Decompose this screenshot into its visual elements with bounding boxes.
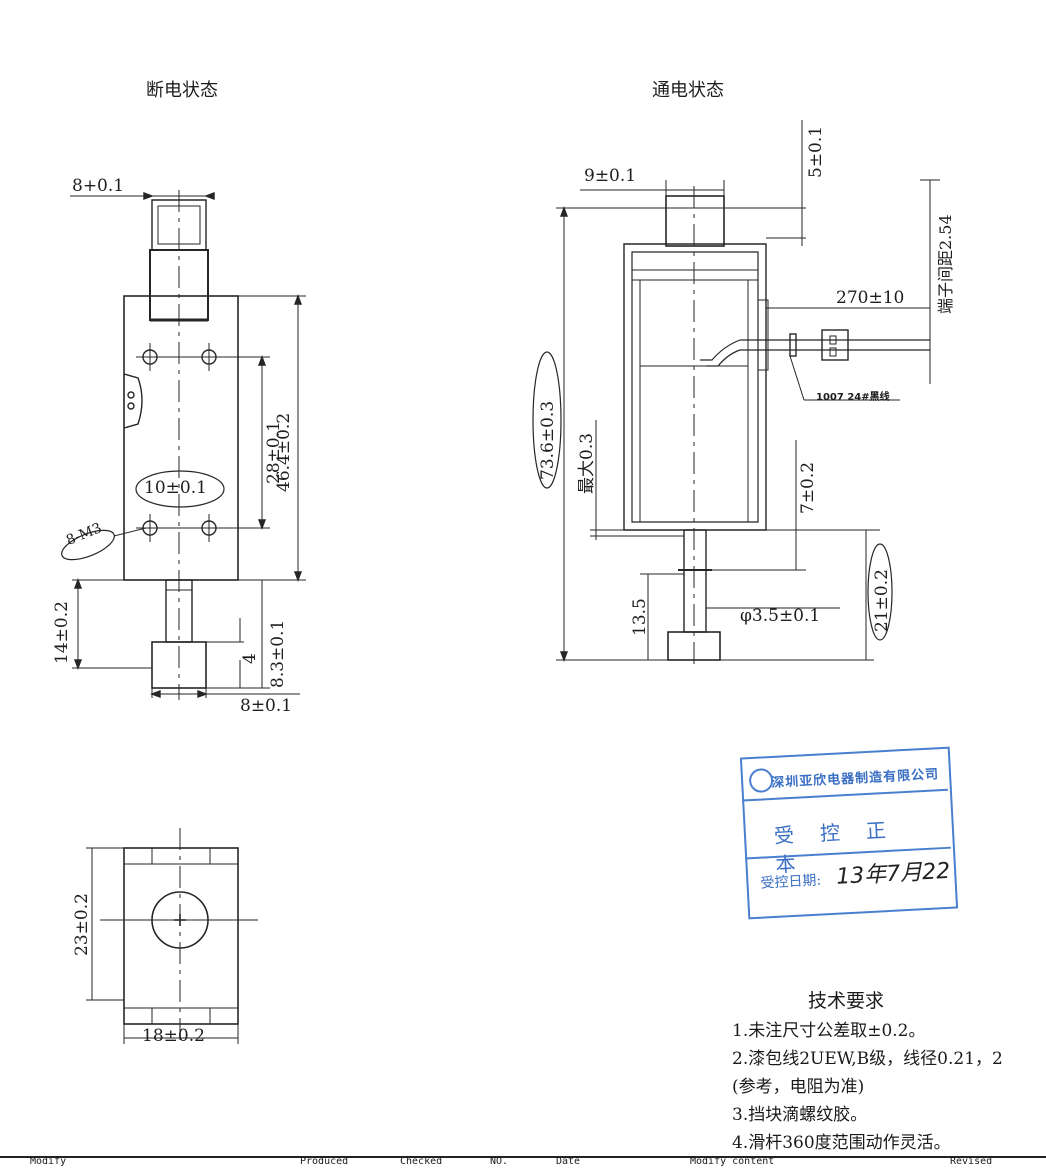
footer-cell: NO.	[490, 1156, 509, 1167]
dim-thirteen: 13.5	[630, 598, 650, 636]
stamp-date-label: 受控日期:	[760, 872, 822, 892]
tech-line: (参考，电阻为准)	[732, 1077, 865, 1097]
footer-cell: Produced	[300, 1156, 349, 1167]
off-state-title: 断电状态	[146, 80, 218, 101]
bottom-view	[86, 828, 258, 1044]
dim-width-top-on: 9±0.1	[584, 166, 637, 186]
dim-bottom-height: 23±0.2	[72, 893, 92, 956]
tech-line: 4.滑杆360度范围动作灵活。	[732, 1133, 951, 1153]
stamp-handwritten-date: 13年7月22	[835, 858, 951, 890]
dim-max-stroke: 最大0.3	[577, 432, 597, 494]
dim-mount-spacing: 10±0.1	[144, 478, 207, 498]
tech-title: 技术要求	[808, 990, 885, 1012]
dim-bottom-width: 18±0.2	[142, 1026, 205, 1046]
wire-note: 1007 24#黑线	[816, 392, 890, 403]
dim-four: 4	[240, 653, 260, 664]
footer-cell: Modify	[30, 1156, 67, 1167]
dim-width-top-off: 8+0.1	[72, 176, 125, 196]
dim-body-height: 46.4±0.2	[274, 412, 294, 492]
footer-cell: Checked	[400, 1156, 443, 1167]
dim-lead-length: 270±10	[836, 288, 905, 308]
on-state-view	[532, 120, 940, 670]
dim-shaft-diameter: φ3.5±0.1	[740, 606, 821, 626]
footer-cell: Modify content	[690, 1156, 775, 1167]
dim-stroke-off: 8.3±0.1	[268, 619, 288, 688]
tech-line: 2.漆包线2UEW,B级，线径0.21，2	[732, 1049, 1003, 1069]
dim-twentyone: 21±0.2	[872, 569, 892, 632]
control-stamp: 深圳亚欣电器制造有限公司 受控正本 受控日期: 13年7月22	[739, 746, 959, 920]
dim-seven: 7±0.2	[798, 461, 818, 514]
tech-line: 1.未注尺寸公差取±0.2。	[732, 1021, 926, 1041]
tech-line: 3.挡块滴螺纹胶。	[732, 1105, 868, 1125]
footer-cell: Date	[556, 1156, 581, 1167]
off-state-view	[61, 190, 306, 700]
dim-width-bottom-off: 8±0.1	[240, 696, 293, 716]
dim-cap-height: 5±0.1	[806, 125, 826, 178]
on-state-title: 通电状态	[652, 80, 724, 101]
dim-overall-length: 73.6±0.3	[538, 400, 558, 480]
footer-cell: Revised	[950, 1156, 993, 1167]
dim-shaft-length: 14±0.2	[52, 601, 72, 664]
dim-pin-pitch: 端子间距2.54	[936, 214, 955, 314]
title-block: Modify Produced Checked NO. Date Modify …	[0, 1156, 1046, 1168]
